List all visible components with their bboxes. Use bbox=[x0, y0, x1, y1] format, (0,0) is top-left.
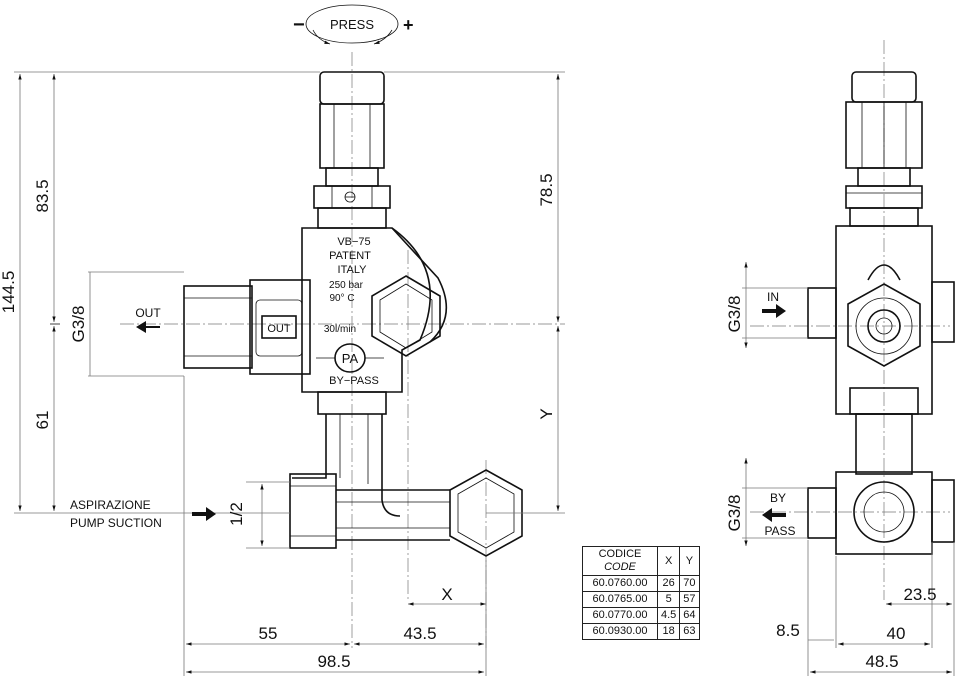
out-arrow-icon bbox=[136, 321, 160, 333]
header-code-en: CODE bbox=[604, 561, 636, 573]
by-label: BY bbox=[770, 491, 786, 505]
cell-code: 60.0765.00 bbox=[582, 591, 658, 608]
table-header-x: X bbox=[656, 546, 681, 576]
table-row: 60.0930.00 18 63 bbox=[582, 623, 700, 640]
in-arrow-icon bbox=[762, 304, 786, 318]
out-label: OUT bbox=[135, 306, 161, 320]
dim-thread-out: G3/8 bbox=[69, 306, 88, 343]
side-dimensions: G3/8 IN G3/8 BY PASS 23.5 8.5 40 48.5 bbox=[725, 262, 955, 676]
out-plate-label: OUT bbox=[267, 323, 291, 335]
dim-side-40: 40 bbox=[887, 624, 906, 643]
dim-side-485: 48.5 bbox=[865, 652, 898, 671]
cell-x: 5 bbox=[656, 591, 681, 608]
dim-w55: 55 bbox=[259, 624, 278, 643]
table-row: 60.0760.00 26 70 bbox=[582, 575, 700, 592]
dim-upper: 83.5 bbox=[33, 179, 52, 212]
table-header-y: Y bbox=[679, 546, 700, 576]
table-header-code: CODICE CODE bbox=[582, 546, 658, 576]
dim-x: X bbox=[441, 585, 452, 604]
side-view bbox=[750, 40, 955, 600]
bypass-label: BY−PASS bbox=[329, 375, 379, 387]
code-table: CODICE CODE X Y 60.0760.00 26 70 60.0765… bbox=[582, 546, 700, 640]
cell-y: 64 bbox=[679, 607, 700, 624]
in-label: IN bbox=[767, 290, 779, 304]
dim-w98: 98.5 bbox=[317, 652, 350, 671]
bypass-arrow-icon bbox=[762, 508, 786, 522]
cell-x: 26 bbox=[656, 575, 681, 592]
dim-lower: 61 bbox=[33, 411, 52, 430]
suction-arrow-icon bbox=[192, 507, 216, 521]
dim-side-235: 23.5 bbox=[903, 585, 936, 604]
press-label: PRESS bbox=[330, 17, 374, 32]
cell-y: 63 bbox=[679, 623, 700, 640]
cell-x: 18 bbox=[656, 623, 681, 640]
pass-label: PASS bbox=[764, 524, 795, 538]
dim-total-height: 144.5 bbox=[0, 271, 18, 314]
cell-code: 60.0930.00 bbox=[582, 623, 658, 640]
cell-y: 70 bbox=[679, 575, 700, 592]
table-row: 60.0765.00 5 57 bbox=[582, 591, 700, 608]
suction-label-it: ASPIRAZIONE bbox=[70, 498, 151, 512]
cell-code: 60.0760.00 bbox=[582, 575, 658, 592]
temperature-label: 90° C bbox=[329, 293, 354, 304]
dim-side-thread-bp: G3/8 bbox=[725, 495, 744, 532]
cell-y: 57 bbox=[679, 591, 700, 608]
table-header-row: CODICE CODE X Y bbox=[582, 546, 700, 576]
front-dimensions: 144.5 83.5 61 G3/8 OUT 78.5 Y ASPIRAZION… bbox=[0, 71, 565, 676]
dim-side-85: 8.5 bbox=[776, 621, 800, 640]
table-row: 60.0770.00 4.5 64 bbox=[582, 607, 700, 624]
flow-label: 30l/min bbox=[324, 324, 356, 335]
dim-top-right: 78.5 bbox=[537, 173, 556, 206]
header-code-it: CODICE bbox=[598, 548, 642, 560]
dim-w43: 43.5 bbox=[403, 624, 436, 643]
cell-code: 60.0770.00 bbox=[582, 607, 658, 624]
pressure-label: 250 bar bbox=[329, 280, 364, 291]
cell-x: 4.5 bbox=[656, 607, 681, 624]
dim-side-thread-in: G3/8 bbox=[725, 296, 744, 333]
press-indicator: − PRESS + bbox=[293, 4, 414, 45]
pa-logo: PA bbox=[342, 351, 359, 366]
patent-label: PATENT bbox=[329, 250, 371, 262]
front-view: OUT VB−75 PATENT ITALY 250 bar 90° C 30l… bbox=[120, 52, 565, 648]
dim-y: Y bbox=[537, 408, 556, 419]
suction-label-en: PUMP SUCTION bbox=[70, 516, 162, 530]
press-plus: + bbox=[403, 15, 414, 35]
model-label: VB−75 bbox=[337, 236, 370, 248]
press-minus: − bbox=[293, 14, 305, 36]
dim-thread-suction: 1/2 bbox=[227, 502, 246, 526]
country-label: ITALY bbox=[338, 264, 368, 276]
